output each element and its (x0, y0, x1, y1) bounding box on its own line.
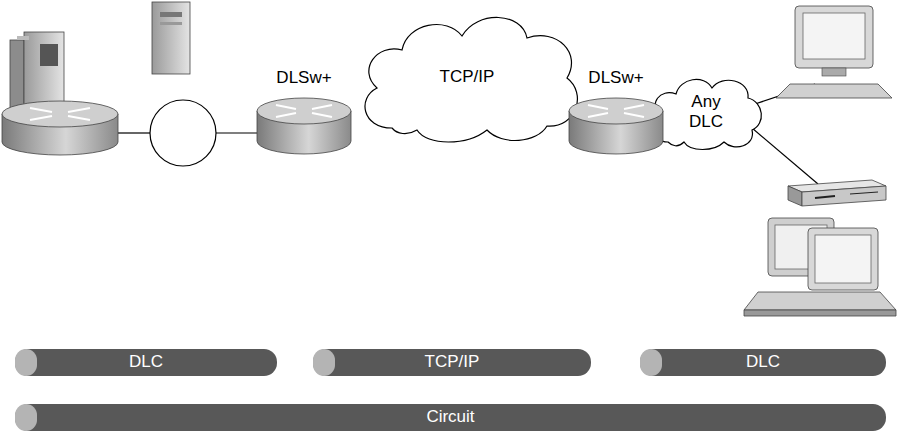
router-node: DLSw+ (256, 98, 352, 154)
workstation-pair (744, 218, 896, 316)
cloud-label: TCP/IP (440, 67, 495, 87)
device-label: DLSw+ (568, 68, 664, 88)
token-ring (150, 100, 216, 166)
band-label: DLC (129, 352, 163, 372)
band-end-cap (15, 404, 37, 431)
workstation (776, 6, 892, 98)
band-end-cap (313, 349, 335, 376)
server-tower (152, 2, 190, 74)
router-symbol (2, 101, 118, 155)
network-cloud: TCP/IP (352, 8, 582, 146)
device-label: DLSw+ (256, 68, 352, 88)
router-symbol (568, 98, 664, 154)
band-label: TCP/IP (425, 352, 480, 372)
cloud-label: Any DLC (684, 92, 728, 133)
controller-box (788, 180, 886, 206)
layer-band: DLC (15, 349, 277, 376)
router-symbol (256, 98, 352, 154)
band-label: Circuit (426, 407, 474, 427)
layer-band: Circuit (15, 404, 886, 431)
layer-band: TCP/IP (313, 349, 591, 376)
mainframe (10, 32, 64, 110)
network-cloud: Any DLC (646, 72, 766, 152)
layer-band: DLC (640, 349, 886, 376)
band-label: DLC (746, 352, 780, 372)
band-end-cap (640, 349, 662, 376)
band-end-cap (15, 349, 37, 376)
router-node: DLSw+ (568, 98, 664, 154)
